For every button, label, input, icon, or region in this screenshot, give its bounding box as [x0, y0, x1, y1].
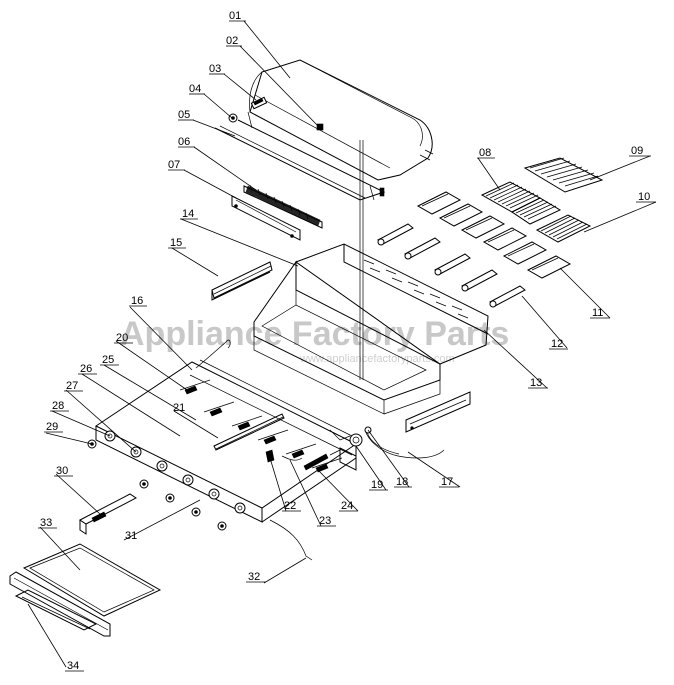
part-cooking-grate-10 [535, 214, 592, 243]
label-22: 22 [284, 500, 296, 512]
label-27: 27 [66, 380, 78, 392]
leader-lines [27, 20, 657, 668]
part-side-rail-15 [211, 261, 273, 301]
part-firebox [253, 243, 489, 415]
label-32: 32 [248, 571, 260, 583]
part-side-panel-13 [405, 391, 471, 433]
label-34: 34 [67, 660, 79, 672]
part-handle-mount [228, 96, 268, 123]
watermark-text: Appliance Factory Parts [120, 315, 509, 353]
label-13: 13 [530, 377, 542, 389]
part-grease-rail-34 [14, 589, 98, 631]
label-20: 20 [116, 332, 128, 344]
label-11: 11 [592, 307, 603, 319]
part-burners [377, 223, 526, 308]
part-ignitor-parts [265, 449, 341, 471]
part-ignitor-wire [269, 519, 313, 561]
label-19: 19 [371, 479, 383, 491]
label-23: 23 [319, 515, 331, 527]
label-08: 08 [479, 147, 491, 159]
part-heat-shield [243, 184, 323, 229]
part-bracket-30 [79, 493, 137, 535]
part-regulator-hose [339, 426, 445, 471]
label-33: 33 [40, 517, 52, 529]
label-30: 30 [56, 465, 68, 477]
label-01: 01 [229, 10, 241, 22]
part-valves-manifold [179, 339, 351, 473]
label-02: 02 [226, 35, 238, 47]
part-back-panel [231, 195, 301, 241]
label-06: 06 [178, 136, 190, 148]
label-26: 26 [80, 363, 92, 375]
label-28: 28 [52, 400, 64, 412]
watermark-url: www.appliancefactoryparts.com [299, 353, 455, 365]
part-lid-hood [249, 59, 434, 181]
label-12: 12 [551, 338, 563, 350]
center-rod [359, 140, 364, 380]
handle-bolt-icon [316, 123, 324, 131]
part-drip-tray [9, 543, 162, 637]
label-15: 15 [170, 237, 182, 249]
label-09: 09 [631, 145, 643, 157]
label-14: 14 [182, 208, 194, 220]
label-04: 04 [189, 83, 201, 95]
label-17: 17 [441, 476, 453, 488]
label-25: 25 [102, 354, 114, 366]
label-21: 21 [173, 402, 185, 414]
part-heat-plates [416, 191, 572, 279]
part-manifold-tube [213, 413, 285, 451]
label-29: 29 [46, 421, 58, 433]
label-24: 24 [341, 500, 353, 512]
label-07: 07 [168, 159, 180, 171]
label-18: 18 [396, 476, 408, 488]
part-warming-rack-09 [523, 157, 604, 193]
part-handle-bar [214, 111, 386, 201]
label-16: 16 [131, 295, 143, 307]
part-number-labels: 01 02 03 04 05 06 07 08 09 10 11 12 13 1… [38, 10, 656, 672]
label-10: 10 [638, 191, 650, 203]
label-03: 03 [209, 63, 221, 75]
label-05: 05 [178, 109, 190, 121]
part-control-knobs [139, 479, 227, 531]
label-31: 31 [125, 530, 137, 542]
